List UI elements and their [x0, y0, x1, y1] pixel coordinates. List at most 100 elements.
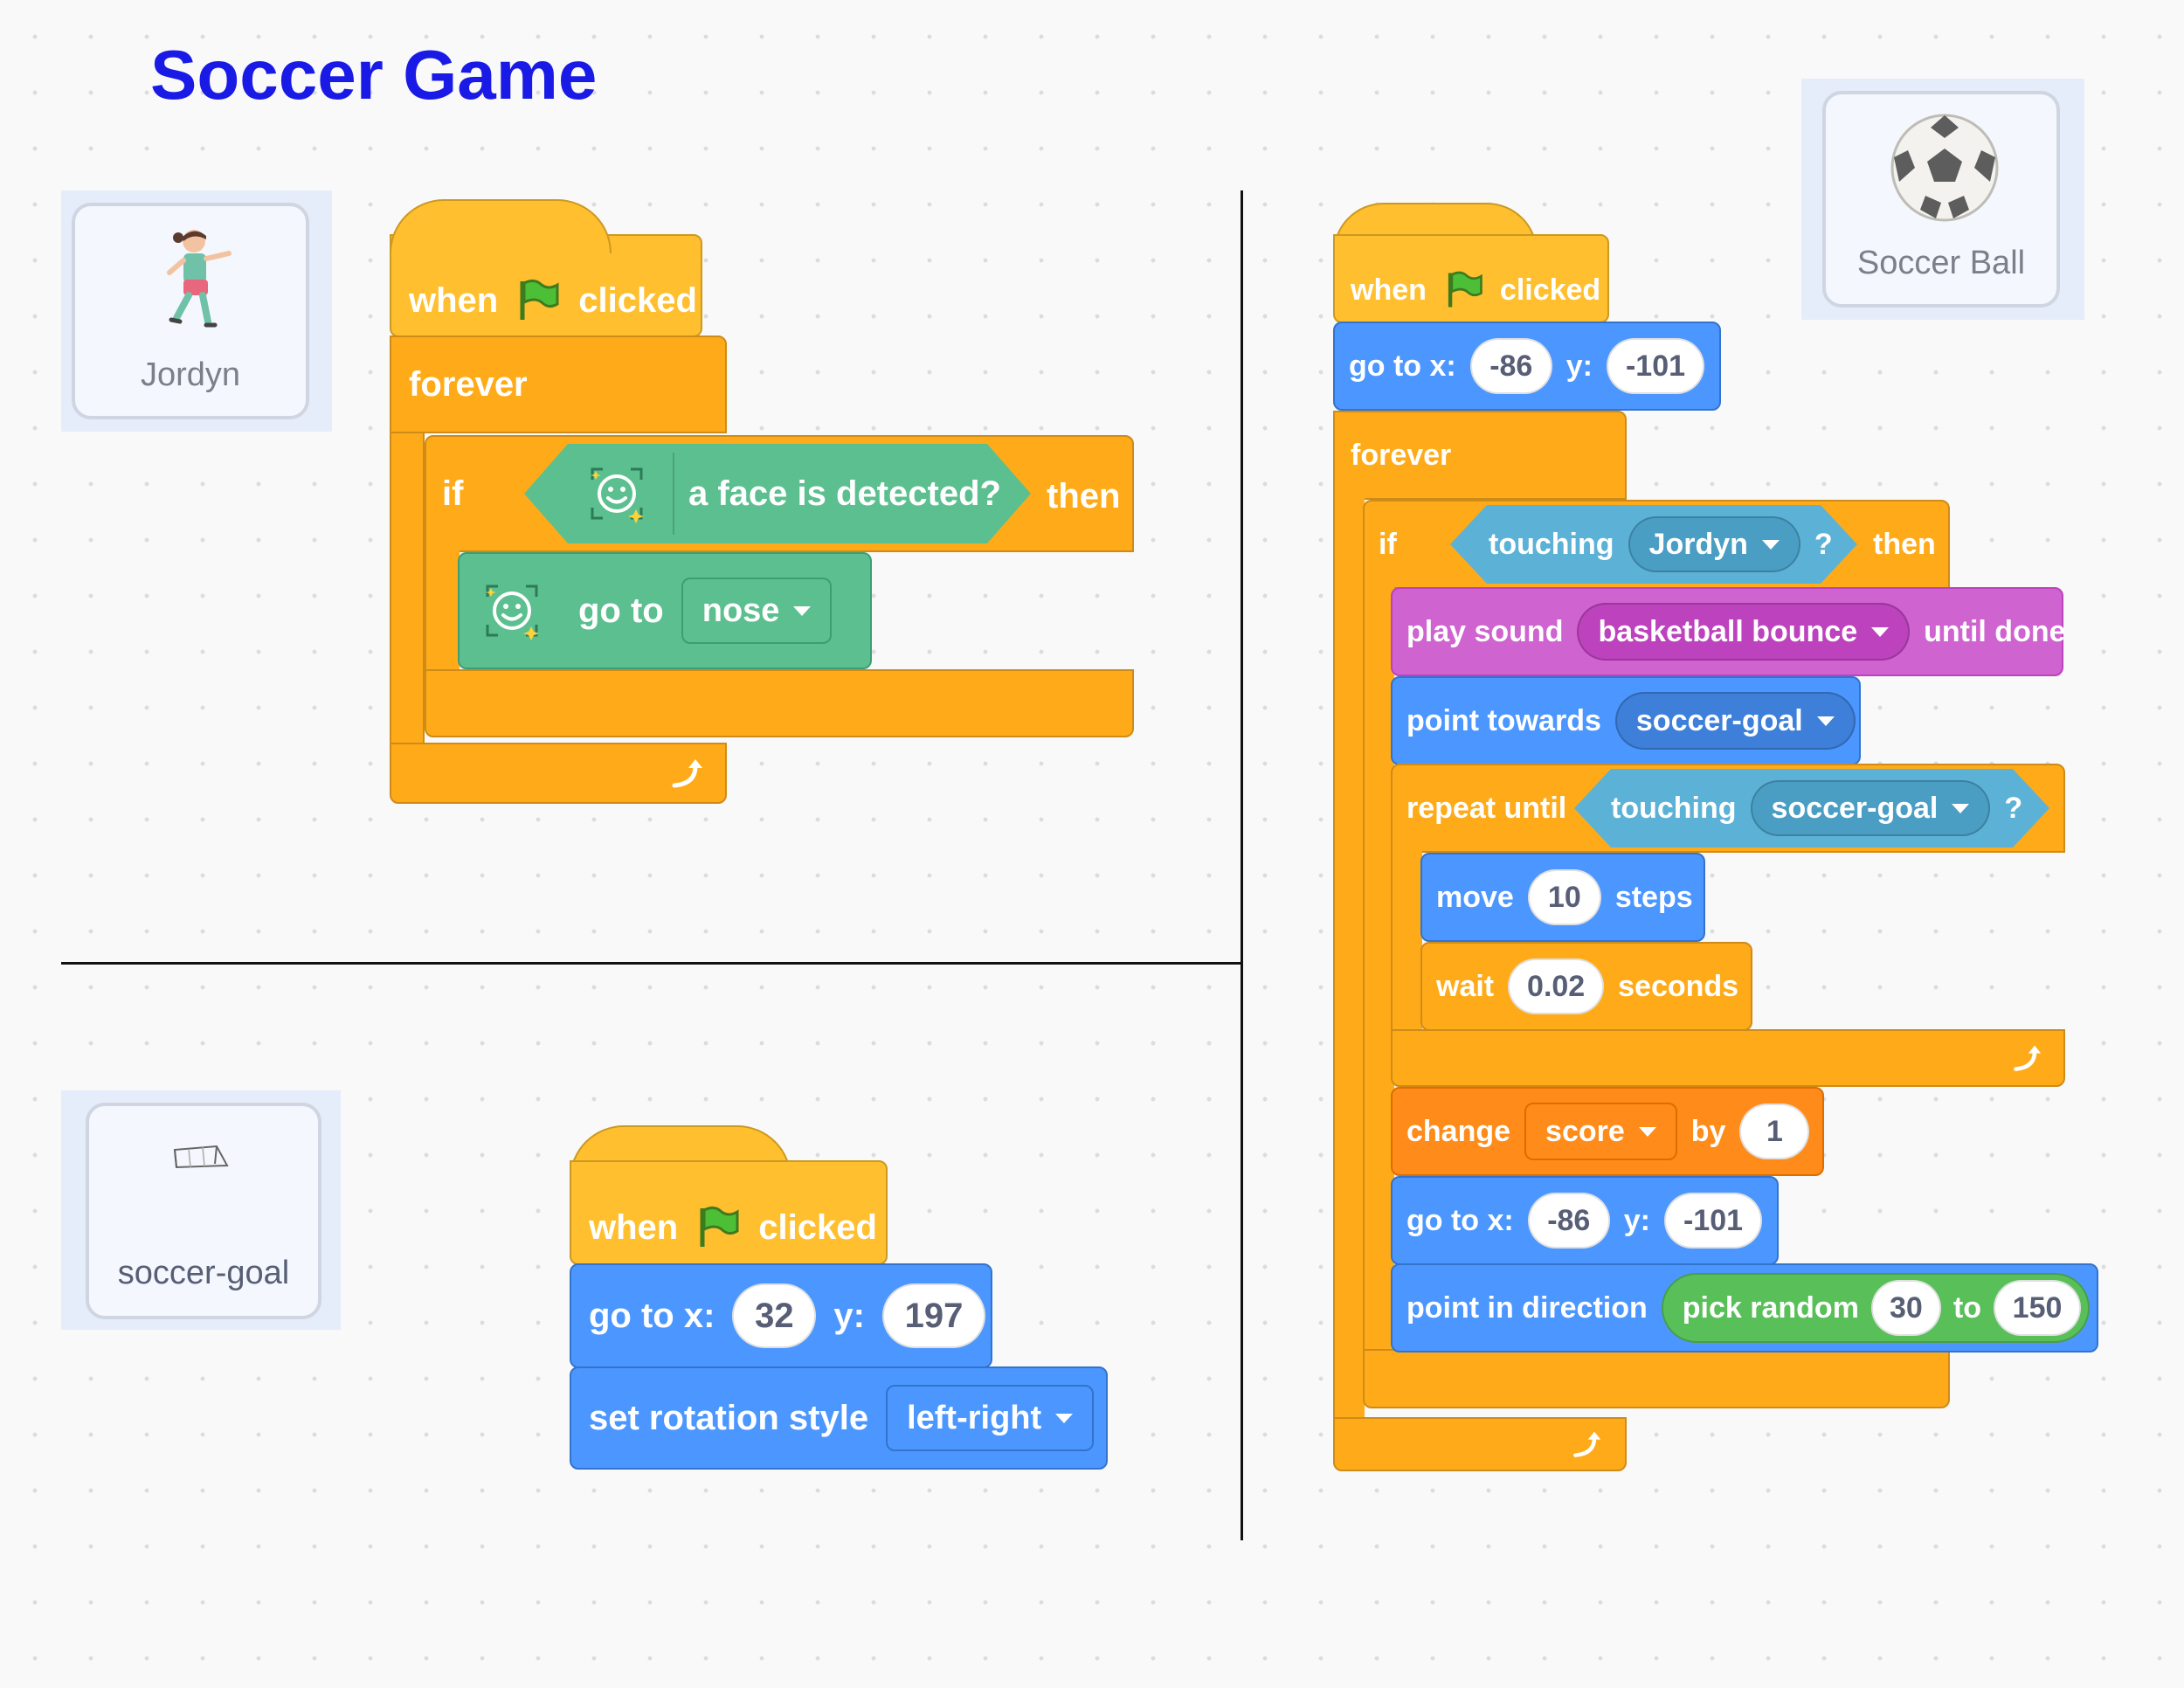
rotation-style-dropdown[interactable]: left-right — [886, 1385, 1095, 1451]
touching-target-dropdown[interactable]: Jordyn — [1628, 516, 1800, 572]
block-label: y: — [1623, 1203, 1650, 1237]
random-to-input[interactable]: 150 — [1994, 1280, 2082, 1336]
seconds-input[interactable]: 0.02 — [1508, 958, 1605, 1014]
sprite-name: Soccer Ball — [1856, 245, 2026, 281]
repeat-arrow-icon — [672, 759, 702, 788]
point-target-dropdown[interactable]: soccer-goal — [1614, 692, 1856, 750]
wait-seconds-block[interactable]: wait 0.02 seconds — [1420, 942, 1752, 1031]
face-detected-condition[interactable]: a face is detected? — [524, 444, 1031, 543]
if-bottom — [425, 669, 1134, 737]
green-flag-icon — [520, 279, 559, 320]
touching-goal-condition[interactable]: touching soccer-goal ? — [1574, 769, 2049, 847]
x-input[interactable]: -86 — [1469, 338, 1552, 394]
point-in-direction-block[interactable]: point in direction pick random 30 to 150 — [1391, 1263, 2098, 1352]
variable-dropdown[interactable]: score — [1524, 1103, 1677, 1160]
then-label: then — [1873, 528, 1936, 561]
then-label: then — [1047, 477, 1121, 515]
block-label: forever — [1351, 438, 1452, 472]
green-flag-icon — [700, 1206, 739, 1247]
block-label: go to x: — [1406, 1203, 1514, 1237]
pick-random-reporter[interactable]: pick random 30 to 150 — [1661, 1273, 2091, 1343]
block-label: by — [1690, 1114, 1726, 1148]
point-towards-block[interactable]: point towards soccer-goal — [1391, 676, 1861, 765]
block-label: change — [1406, 1114, 1511, 1148]
block-label: go to — [578, 591, 664, 630]
move-steps-block[interactable]: move 10 steps — [1420, 853, 1705, 942]
change-variable-block[interactable]: change score by 1 — [1391, 1087, 1824, 1176]
block-label: touching — [1611, 791, 1737, 825]
dropdown-value: soccer-goal — [1635, 703, 1803, 737]
forever-block[interactable]: forever — [1333, 411, 1627, 500]
chevron-down-icon — [793, 605, 812, 616]
steps-input[interactable]: 10 — [1527, 869, 1601, 925]
soccer-goal-icon — [173, 1145, 229, 1169]
repeat-arrow-icon — [2014, 1045, 2042, 1071]
forever-arm — [1333, 498, 1365, 1421]
sprite-tile-soccer-goal[interactable]: soccer-goal — [61, 1090, 341, 1330]
go-to-xy-block[interactable]: go to x: -86 y: -101 — [1391, 1176, 1779, 1265]
chevron-down-icon — [1816, 716, 1835, 726]
chevron-down-icon — [1871, 626, 1890, 637]
sprite-tile-jordyn[interactable]: Jordyn — [61, 190, 332, 432]
dropdown-value: basketball bounce — [1598, 614, 1858, 648]
chevron-down-icon — [1762, 540, 1780, 550]
go-to-target-dropdown[interactable]: nose — [681, 578, 833, 644]
block-label: go to x: — [1349, 349, 1456, 383]
soccer-ball-icon — [1890, 114, 1999, 222]
sprite-name: Jordyn — [140, 356, 241, 393]
repeat-arm — [1391, 851, 1422, 1031]
page-title: Soccer Game — [150, 36, 598, 114]
go-to-xy-block[interactable]: go to x: 32 y: 197 — [570, 1263, 992, 1368]
when-flag-clicked-block[interactable]: when clicked — [570, 1160, 888, 1265]
chevron-down-icon — [1638, 1126, 1656, 1137]
go-to-nose-block[interactable]: go to nose — [458, 552, 872, 669]
block-label: point towards — [1406, 703, 1601, 737]
dropdown-value: nose — [702, 591, 780, 629]
touching-target-dropdown[interactable]: soccer-goal — [1751, 780, 1991, 836]
block-label: to — [1952, 1290, 1982, 1325]
face-sensing-icon — [486, 585, 539, 640]
forever-arm — [390, 432, 425, 746]
sprite-name: soccer-goal — [117, 1255, 290, 1291]
x-input[interactable]: 32 — [732, 1283, 817, 1348]
when-flag-clicked-block[interactable]: when clicked — [1333, 234, 1609, 323]
y-input[interactable]: -101 — [1607, 338, 1704, 394]
dropdown-value: soccer-goal — [1771, 791, 1939, 825]
if-arm — [425, 550, 460, 673]
block-label: go to x: — [589, 1296, 715, 1335]
vertical-divider — [1241, 190, 1243, 1540]
condition-label: a face is detected? — [688, 474, 1001, 513]
block-label: point in direction — [1406, 1290, 1648, 1325]
go-to-xy-block[interactable]: go to x: -86 y: -101 — [1333, 322, 1721, 411]
dropdown-value: Jordyn — [1648, 527, 1748, 561]
block-label: clicked — [758, 1207, 877, 1247]
dropdown-value: score — [1545, 1114, 1625, 1148]
y-input[interactable]: -101 — [1664, 1193, 1762, 1249]
block-label: if — [442, 474, 464, 513]
x-input[interactable]: -86 — [1527, 1193, 1610, 1249]
sprite-tile-soccer-ball[interactable]: Soccer Ball — [1801, 79, 2084, 320]
change-value-input[interactable]: 1 — [1739, 1103, 1810, 1159]
y-input[interactable]: 197 — [882, 1283, 985, 1348]
repeat-arrow-icon — [1573, 1431, 1601, 1457]
green-flag-icon — [1448, 271, 1482, 308]
block-label: if — [1379, 527, 1397, 561]
random-from-input[interactable]: 30 — [1870, 1280, 1941, 1336]
forever-block[interactable]: forever — [390, 336, 727, 433]
block-label: pick random — [1682, 1290, 1859, 1325]
block-label: until done — [1924, 614, 2066, 648]
set-rotation-style-block[interactable]: set rotation style left-right — [570, 1366, 1108, 1470]
touching-jordyn-condition[interactable]: touching Jordyn ? — [1450, 505, 1857, 584]
face-sensing-icon — [585, 462, 648, 525]
forever-bottom — [390, 743, 727, 804]
block-label: when — [589, 1207, 679, 1247]
separator — [673, 453, 674, 535]
block-label: when — [409, 280, 499, 320]
horizontal-divider — [61, 962, 1242, 965]
block-label: wait — [1436, 969, 1495, 1003]
block-label: forever — [409, 364, 528, 404]
play-sound-block[interactable]: play sound basketball bounce until done — [1391, 587, 2066, 676]
sprite-card: Soccer Ball — [1822, 91, 2060, 308]
sound-dropdown[interactable]: basketball bounce — [1577, 603, 1911, 661]
forever-bottom — [1333, 1417, 1627, 1471]
